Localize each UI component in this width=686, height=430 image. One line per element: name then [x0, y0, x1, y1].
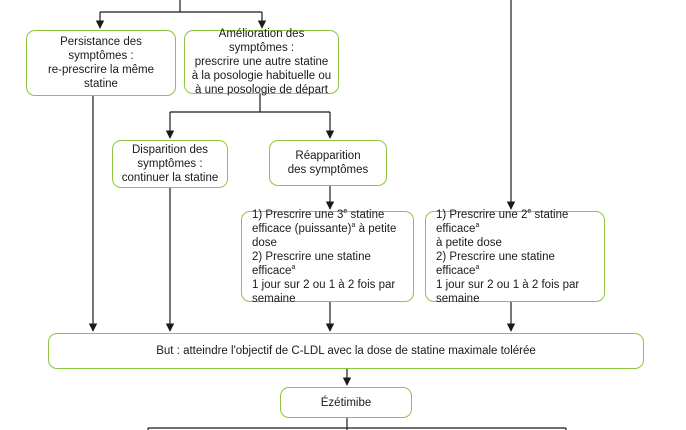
third-l1sup: e	[343, 207, 348, 215]
disparition-text: Disparition des symptômes : continuer la…	[121, 144, 219, 184]
amelioration-text: Amélioration des symptômes : prescrire u…	[191, 28, 332, 96]
third-l1a: 1) Prescrire une 3	[252, 208, 344, 221]
box-reapparition: Réapparition des symptômes	[269, 140, 387, 186]
third-l2b: à petite dose	[252, 222, 397, 249]
third-l3a: 2) Prescrire une statine efficace	[252, 250, 371, 277]
second-l3sup: a	[475, 263, 480, 271]
goal-text: But : atteindre l'objectif de C-LDL avec…	[156, 345, 536, 357]
third-l4: 1 jour sur 2 ou 1 à 2 fois par semaine	[252, 278, 396, 305]
box-ezetimibe: Ézétimibe	[280, 387, 412, 418]
ezetimibe-text: Ézétimibe	[320, 396, 372, 409]
second-l4: 1 jour sur 2 ou 1 à 2 fois par semaine	[436, 278, 580, 305]
box-second-statin: 1) Prescrire une 2e statine efficacea à …	[425, 207, 605, 305]
box-goal: But : atteindre l'objectif de C-LDL avec…	[48, 333, 644, 369]
third-l2sup: a	[351, 221, 356, 229]
box-persistance: Persistance des symptômes : re-prescrire…	[26, 30, 176, 96]
second-l2: à petite dose	[436, 236, 502, 249]
third-l1b: statine	[347, 208, 385, 221]
box-third-statin: 1) Prescrire une 3e statine efficace (pu…	[241, 207, 414, 305]
reapparition-text: Réapparition des symptômes	[287, 150, 369, 176]
second-l1sup: e	[527, 207, 532, 215]
second-l1b: statine efficace	[436, 208, 569, 235]
box-amelioration: Amélioration des symptômes : prescrire u…	[184, 28, 339, 96]
third-l2a: efficace (puissante)	[252, 222, 352, 235]
second-l3a: 2) Prescrire une statine efficace	[436, 250, 555, 277]
box-disparition: Disparition des symptômes : continuer la…	[112, 140, 228, 188]
persistance-text: Persistance des symptômes : re-prescrire…	[47, 36, 155, 90]
third-l3sup: a	[291, 263, 296, 271]
second-l1a: 1) Prescrire une 2	[436, 208, 528, 221]
second-l1sup2: a	[475, 221, 480, 229]
